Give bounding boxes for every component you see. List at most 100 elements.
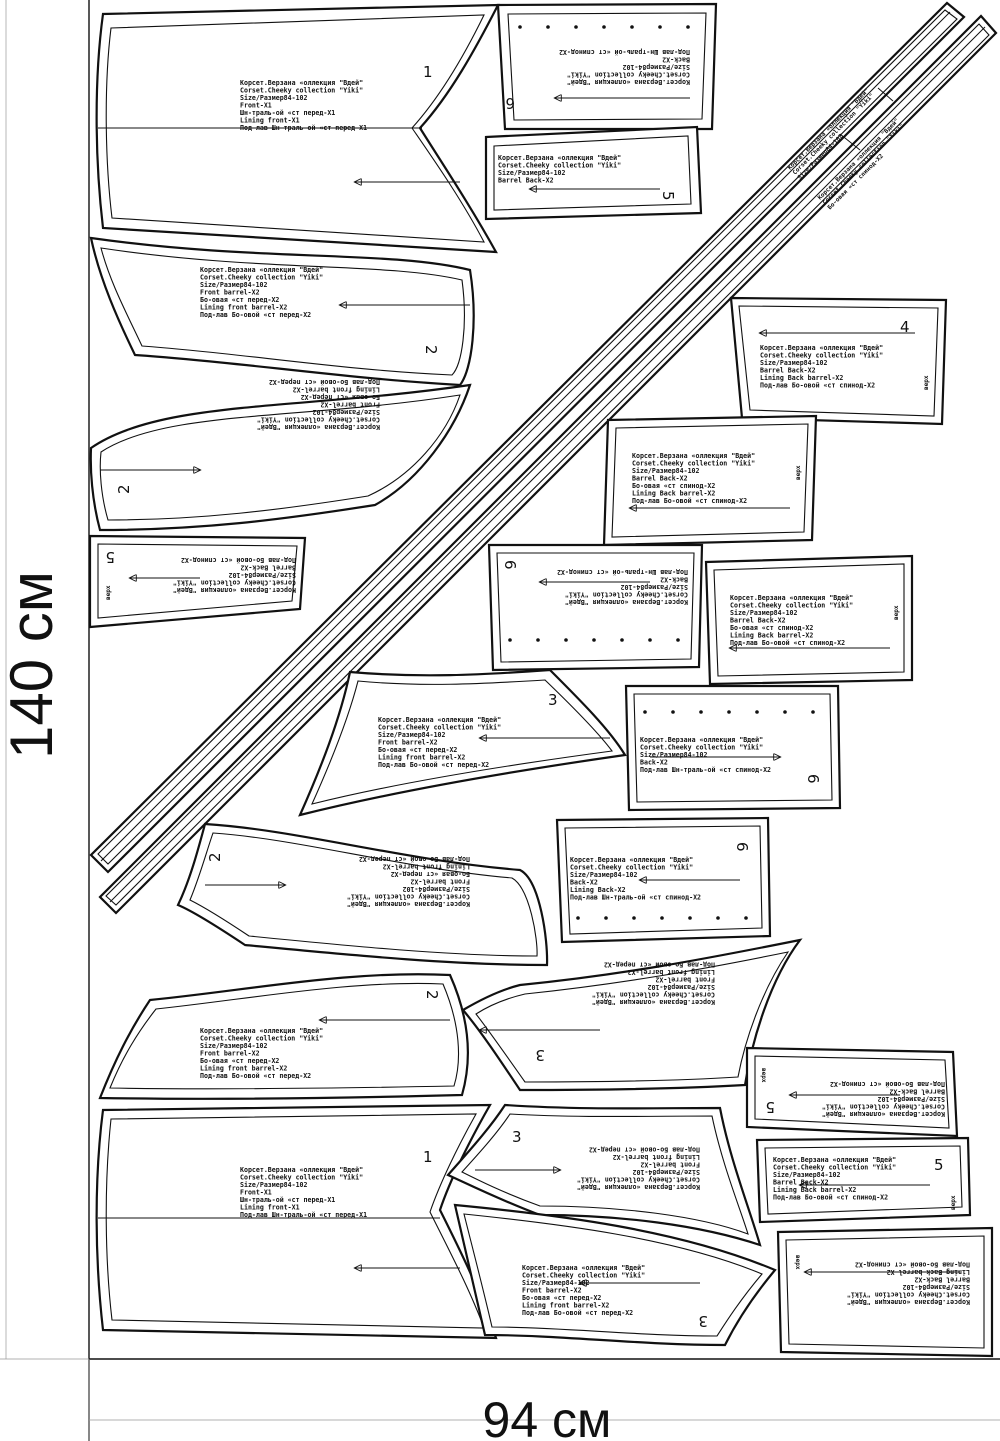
piece-label-line: Под-лав Шн-траль-ой «ст спинод-X2 bbox=[570, 894, 701, 902]
width-dimension-label: 94 см bbox=[483, 1392, 612, 1441]
piece-number: 5 bbox=[765, 1098, 775, 1116]
piece-label-line: Corset.Cheeky collection "Yiki" bbox=[760, 352, 883, 360]
piece-label-line: Под-лав Бо-овой «ст спинод-X2 bbox=[855, 1261, 970, 1269]
piece-label-line: Бо-овая «ст перед-X2 bbox=[301, 393, 380, 401]
piece-label-line: Корсет.Верзана «оллекция "Вдей" bbox=[640, 736, 763, 744]
piece-label-line: Под-лав Бо-овой «ст перед-X2 bbox=[359, 855, 470, 863]
piece-label-line: Под-лав Бо-овой «ст перед-X2 bbox=[604, 961, 715, 969]
top-mark: верх bbox=[923, 375, 930, 390]
piece-label-line: Front-X1 bbox=[240, 102, 272, 110]
piece-label-line: Front barrel-X2 bbox=[655, 976, 715, 984]
piece-label-line: Size/Размер84-102 bbox=[620, 583, 688, 591]
piece-label-line: Корсет.Верзана «оллекция "Вдей" bbox=[240, 79, 363, 87]
top-mark: верх bbox=[795, 465, 802, 480]
piece-label-line: Corset.Cheeky collection "Yiki" bbox=[570, 864, 693, 872]
piece-label-line: Корсет.Верзана «оллекция "Вдей" bbox=[200, 266, 323, 274]
piece-label-line: Corset.Cheeky collection "Yiki" bbox=[200, 274, 323, 282]
piece-label-line: Корсет.Верзана «оллекция "Вдей" bbox=[200, 1027, 323, 1035]
top-mark: верх bbox=[893, 605, 900, 620]
piece-label-line: Corset.Cheeky collection "Yiki" bbox=[730, 602, 853, 610]
piece-number: 2 bbox=[115, 484, 133, 494]
piece-label-line: Корсет.Верзана «оллекция "Вдей" bbox=[567, 78, 690, 86]
diagonal-strip-1 bbox=[89, 1, 966, 874]
top-mark: верх bbox=[760, 1068, 767, 1083]
piece-label-line: Корсет.Верзана «оллекция "Вдей" bbox=[773, 1156, 896, 1164]
pattern-piece-4-lower: верх Корсет.Верзана «оллекция "Вдей" Cor… bbox=[704, 554, 914, 686]
pattern-piece-4-bottom: верх Корсет.Верзана «оллекция "Вдей" Cor… bbox=[776, 1226, 994, 1358]
piece-label-line: Size/Размер84-102 bbox=[200, 281, 268, 289]
piece-label-line: Size/Размер84-102 bbox=[378, 731, 446, 739]
piece-number: 6 bbox=[501, 560, 519, 570]
pattern-piece-3-lower-1: 3 Корсет.Верзана «оллекция "Вдей" Corset… bbox=[446, 1103, 762, 1247]
piece-label-line: Корсет.Верзана «оллекция "Вдей" bbox=[257, 423, 380, 431]
piece-label-line: Под-лав Бо-овой «ст перед-X2 bbox=[269, 378, 380, 386]
piece-label-line: Lining front barrel-X2 bbox=[200, 1065, 287, 1073]
piece-number: 6 bbox=[733, 842, 751, 852]
pattern-piece-4-middle: верх Корсет.Верзана «оллекция "Вдей" Cor… bbox=[602, 414, 818, 547]
piece-label-line: Front barrel-X2 bbox=[410, 878, 470, 886]
pattern-piece-front-top: 1 Корсет.Верзана «оллекция "Вдей" Corset… bbox=[95, 3, 500, 254]
piece-label-line: Корсет.Верзана «оллекция "Вдей" bbox=[498, 154, 621, 162]
piece-label-line: Corset.Cheeky collection "Yiki" bbox=[632, 460, 755, 468]
piece-label-line: Корсет.Верзана «оллекция "Вдей" bbox=[577, 1183, 700, 1191]
piece-number: 3 bbox=[698, 1312, 708, 1330]
piece-label-line: Корсет.Верзана «оллекция "Вдей" bbox=[592, 998, 715, 1006]
piece-label-line: Под-лав Шн-траль-ой «ст перед-X1 bbox=[240, 124, 367, 132]
pattern-piece-back-barrel-right-1: 5 верх Корсет.Верзана «оллекция "Вдей" C… bbox=[745, 1046, 959, 1138]
piece-label-line: Корсет.Верзана «оллекция "Вдей" bbox=[347, 900, 470, 908]
piece-label-line: Size/Размер84-102 bbox=[522, 1279, 590, 1287]
piece-label-line: Lining front barrel-X2 bbox=[383, 863, 470, 871]
pattern-piece-back-right: 6 Корсет.Верзана «оллекция "Вдей" Corset… bbox=[624, 684, 842, 812]
piece-label-line: Корсет.Верзана «оллекция "Вдей" bbox=[240, 1166, 363, 1174]
piece-number: 2 bbox=[422, 345, 440, 355]
piece-label-line: Corset.Cheeky collection "Yiki" bbox=[498, 162, 621, 170]
piece-label-line: Под-лав Бо-овой «ст перед-X2 bbox=[589, 1146, 700, 1154]
piece-label-line: Корсет.Верзана «оллекция "Вдей" bbox=[847, 1298, 970, 1306]
piece-label-line: Под-лав Бо-овой «ст перед-X2 bbox=[378, 761, 489, 769]
piece-label-line: Front barrel-X2 bbox=[320, 401, 380, 409]
piece-label-line: Size/Размер84-102 bbox=[240, 94, 308, 102]
piece-label-line: Под-лав Бо-овой «ст спинод-X2 bbox=[181, 556, 296, 564]
piece-label-line: Под-лав Бо-овой «ст перед-X2 bbox=[200, 1072, 311, 1080]
pattern-piece-3-upper: 3 Корсет.Верзана «оллекция "Вдей" Corset… bbox=[298, 668, 627, 817]
piece-label-line: Front barrel-X2 bbox=[200, 1050, 260, 1058]
piece-label-line: Corset.Cheeky collection "Yiki" bbox=[822, 1103, 945, 1111]
piece-label-line: Под-лав Шн-траль-ой «ст спинод-X2 bbox=[640, 766, 771, 774]
piece-label-line: Lining Back barrel-X2 bbox=[773, 1186, 856, 1194]
piece-label-line: Back-X2 bbox=[662, 56, 690, 64]
piece-number: 6 bbox=[804, 774, 822, 784]
piece-label-line: Corset.Cheeky collection "Yiki" bbox=[347, 893, 470, 901]
piece-label-line: Size/Размер84-102 bbox=[622, 63, 690, 71]
piece-number: 2 bbox=[206, 852, 224, 862]
top-mark: верх bbox=[794, 1255, 801, 1270]
piece-label-line: Lining front barrel-X2 bbox=[293, 386, 380, 394]
piece-label-line: Корсет.Верзана «оллекция "Вдей" bbox=[565, 598, 688, 606]
piece-label-line: Front barrel-X2 bbox=[522, 1287, 582, 1295]
piece-label-line: Под-лав Бо-овой «ст перед-X2 bbox=[522, 1309, 633, 1317]
piece-label-line: Под-лав Бо-овой «ст спинод-X2 bbox=[632, 497, 747, 505]
top-mark: верх bbox=[950, 1195, 957, 1210]
piece-label-line: Corset.Cheeky collection "Yiki" bbox=[240, 1174, 363, 1182]
piece-label-line: Lining front barrel-X2 bbox=[522, 1302, 609, 1310]
piece-number: 3 bbox=[535, 1046, 545, 1064]
pattern-piece-3-lower-2: 3 Корсет.Верзана «оллекция "Вдей" Corset… bbox=[453, 1203, 777, 1347]
piece-label-line: Back-X2 bbox=[570, 879, 598, 887]
piece-label-line: Barrel Back-X2 bbox=[632, 475, 688, 483]
pattern-piece-back-lower: 6 Корсет.Верзана «оллекция "Вдей" Corset… bbox=[555, 816, 772, 944]
piece-label-line: Size/Размер84-102 bbox=[200, 1042, 268, 1050]
pattern-piece-back-middle: 6 Корсет.Верзана «оллекция "Вдей" Corset… bbox=[487, 543, 704, 672]
pattern-piece-front-barrel-2: 2 Корсет.Верзана «оллекция "Вдей" Corset… bbox=[89, 378, 472, 532]
piece-label-line: Корсет.Верзана «оллекция "Вдей" bbox=[760, 344, 883, 352]
piece-label-line: Под-лав Шн-траль-ой «ст перед-X1 bbox=[240, 1211, 367, 1219]
piece-label-line: Barrel Back-X2 bbox=[730, 617, 786, 625]
piece-label-line: Front barrel-X2 bbox=[378, 739, 438, 747]
piece-label-line: Бо-овая «ст перед-X2 bbox=[522, 1294, 601, 1302]
piece-label-line: Barrel Back-X2 bbox=[760, 367, 816, 375]
grommet-dots bbox=[508, 25, 815, 920]
piece-label-line: Size/Размер84-102 bbox=[730, 609, 798, 617]
piece-number: 5 bbox=[105, 548, 115, 566]
piece-label-line: Шн-траль-ой «ст перед-X1 bbox=[240, 109, 335, 117]
piece-label-line: Back-X2 bbox=[660, 576, 688, 584]
